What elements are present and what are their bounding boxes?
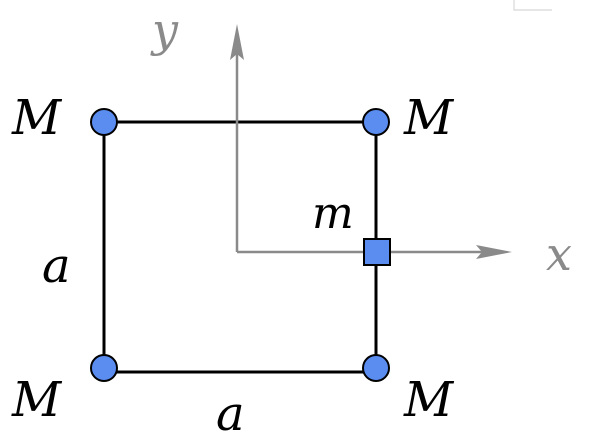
label-mass-top-left: M: [11, 90, 63, 146]
small-mass-square: [363, 238, 391, 266]
x-axis-arrowhead: [476, 245, 512, 259]
label-y-axis: y: [150, 3, 179, 57]
label-small-mass: m: [312, 188, 354, 239]
label-mass-top-right: M: [403, 90, 455, 146]
mass-top-left: [90, 108, 118, 136]
label-mass-bottom-left: M: [11, 372, 63, 428]
mass-top-right: [362, 108, 390, 136]
label-x-axis: x: [546, 227, 572, 281]
mass-bottom-left: [90, 354, 118, 382]
label-side-left: a: [42, 238, 71, 294]
y-axis-arrowhead: [230, 24, 244, 60]
corner-artifact: [513, 0, 552, 11]
corner-masses: [90, 108, 390, 382]
axes: [230, 24, 512, 259]
label-mass-bottom-right: M: [403, 372, 455, 428]
mass-bottom-right: [362, 354, 390, 382]
square-frame: [102, 120, 378, 374]
label-side-bottom: a: [216, 386, 245, 440]
